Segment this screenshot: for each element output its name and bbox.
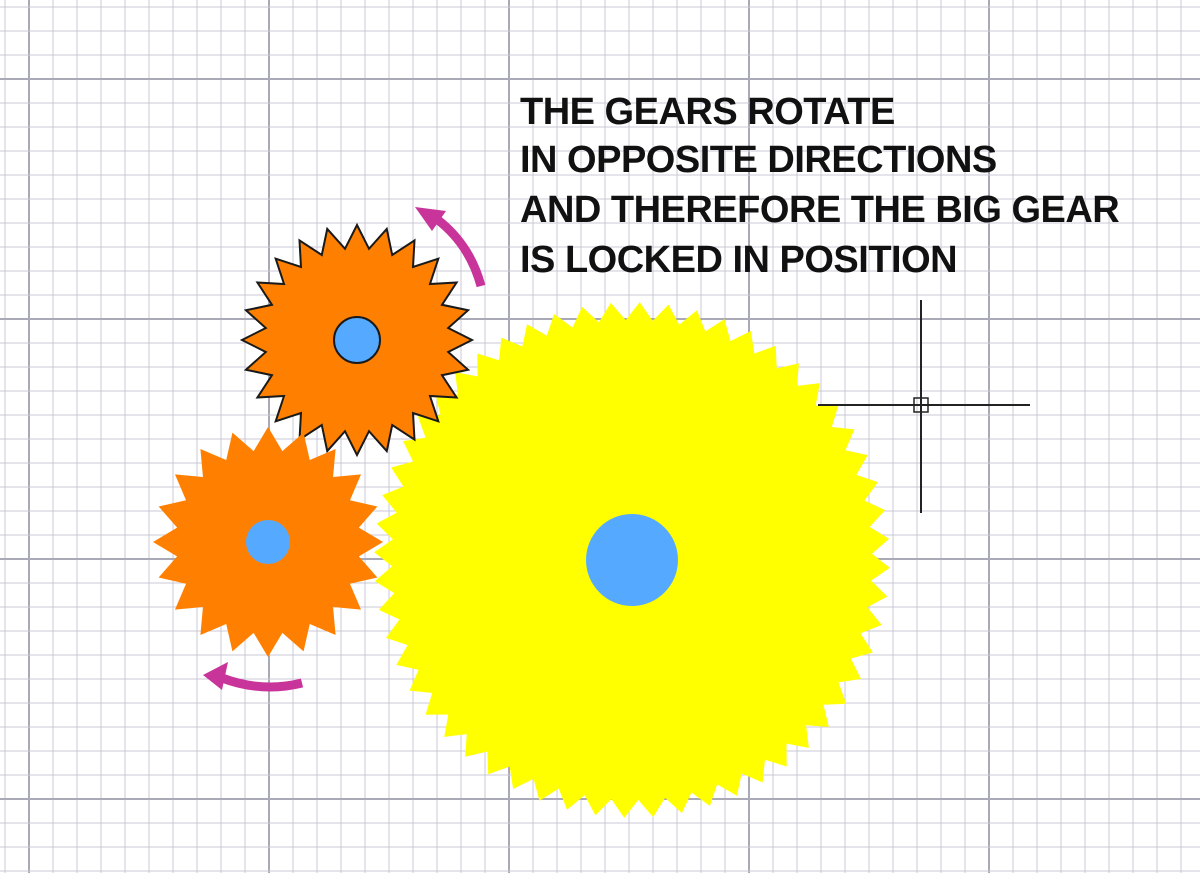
big-gear[interactable]: [374, 302, 890, 818]
annotation-line-4: IS LOCKED IN POSITION: [520, 239, 957, 281]
annotation-text: THE GEARS ROTATE IN OPPOSITE DIRECTIONS …: [520, 91, 1120, 281]
annotation-line-1: THE GEARS ROTATE: [520, 91, 895, 133]
small-gear-top-hub: [333, 316, 381, 364]
rotation-arrow-top-head: [415, 207, 446, 231]
rotation-arrow-bottom-shaft: [220, 673, 304, 692]
annotation-line-3: AND THEREFORE THE BIG GEAR: [520, 189, 1119, 231]
rotation-arrow-bottom: [203, 662, 304, 692]
small-gear-top[interactable]: [239, 222, 475, 458]
rotation-arrow-top: [415, 207, 486, 288]
small-gear-bottom-hub: [246, 520, 290, 564]
gear-assembly: [153, 222, 890, 818]
small-gear-bottom[interactable]: [153, 427, 383, 657]
rotation-arrow-top-shaft: [435, 216, 486, 288]
crosshair-cursor-icon: [818, 300, 1030, 513]
big-gear-hub: [586, 514, 678, 606]
rotation-arrow-bottom-head: [203, 662, 228, 690]
annotation-line-2: IN OPPOSITE DIRECTIONS: [520, 139, 997, 181]
